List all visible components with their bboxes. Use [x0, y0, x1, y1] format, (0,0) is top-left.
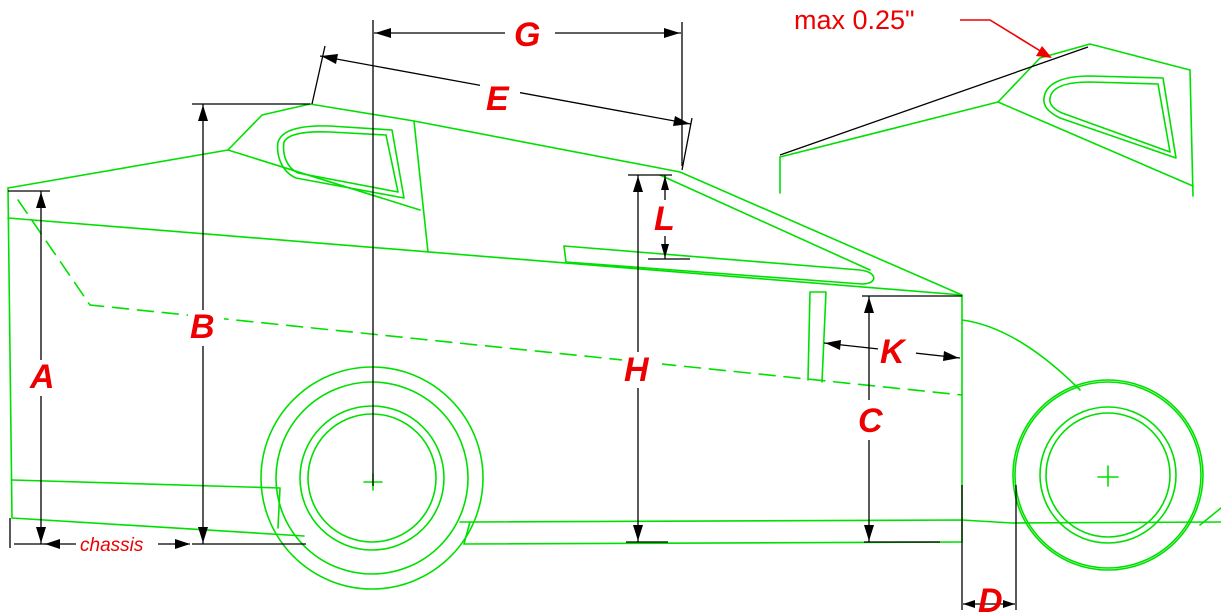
label-chassis: chassis: [80, 535, 144, 556]
side-window: [276, 125, 405, 199]
label-d: D: [978, 582, 1003, 616]
label-a: A: [29, 358, 55, 396]
roof-detail-inset: [779, 43, 1194, 197]
label-k: K: [880, 333, 907, 371]
dimension-g: [372, 20, 683, 486]
label-e: E: [486, 80, 510, 118]
side-deflector: [563, 174, 875, 285]
roof-max-line: [779, 46, 1089, 156]
label-c: C: [858, 402, 883, 440]
label-l: L: [654, 200, 675, 238]
left-wheel: [260, 366, 484, 590]
rear-bracket: [807, 291, 827, 383]
dimension-d: [961, 485, 1017, 610]
label-h: H: [624, 351, 650, 389]
label-b: B: [190, 308, 215, 346]
roof-note-label: max 0.25": [794, 5, 915, 35]
right-wheel: [1012, 379, 1204, 571]
chassis-dashed-line: [17, 199, 963, 396]
roof-note-leader: [960, 19, 1052, 58]
label-g: G: [514, 16, 540, 54]
dimension-b: [192, 103, 310, 545]
